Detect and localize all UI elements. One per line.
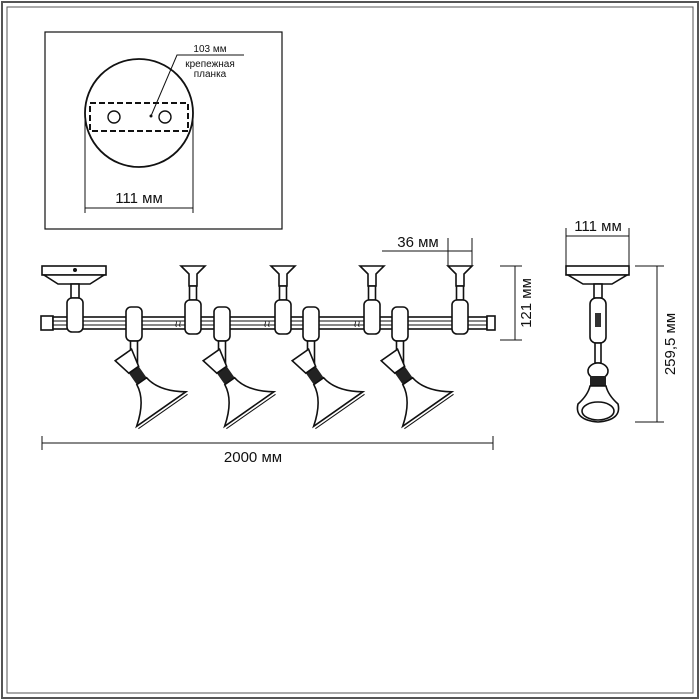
- side-height-dim-label: 259,5 мм: [662, 313, 679, 375]
- svg-text:≀≀: ≀≀: [353, 319, 361, 330]
- canopy-diameter-label: 111 мм: [115, 190, 163, 207]
- svg-text:≀≀: ≀≀: [263, 319, 271, 330]
- side-view: 111 мм 259,5 мм: [565, 218, 679, 423]
- svg-text:≀≀: ≀≀: [174, 319, 182, 330]
- screw-hole: [158, 110, 172, 124]
- height-dim-label: 121 мм: [518, 278, 535, 328]
- mounting-inset: 103 мм крепежная планка 111 мм: [44, 31, 283, 230]
- front-view: ≀≀ ≀≀ ≀≀ 36 мм 121 мм 2000 мм: [40, 234, 535, 466]
- length-dim-label: 2000 мм: [224, 449, 282, 466]
- plate-dim-label: 103 мм: [193, 44, 226, 55]
- inner-frame: [6, 6, 694, 694]
- screw-hole: [107, 110, 121, 124]
- mounting-plate: [89, 102, 189, 132]
- plate-label-line2: планка: [194, 69, 227, 80]
- plate-label-line1: крепежная: [185, 59, 235, 70]
- canopy-circle: [84, 58, 194, 168]
- side-canopy-dim-label: 111 мм: [574, 218, 622, 235]
- spacing-dim-label: 36 мм: [397, 234, 438, 251]
